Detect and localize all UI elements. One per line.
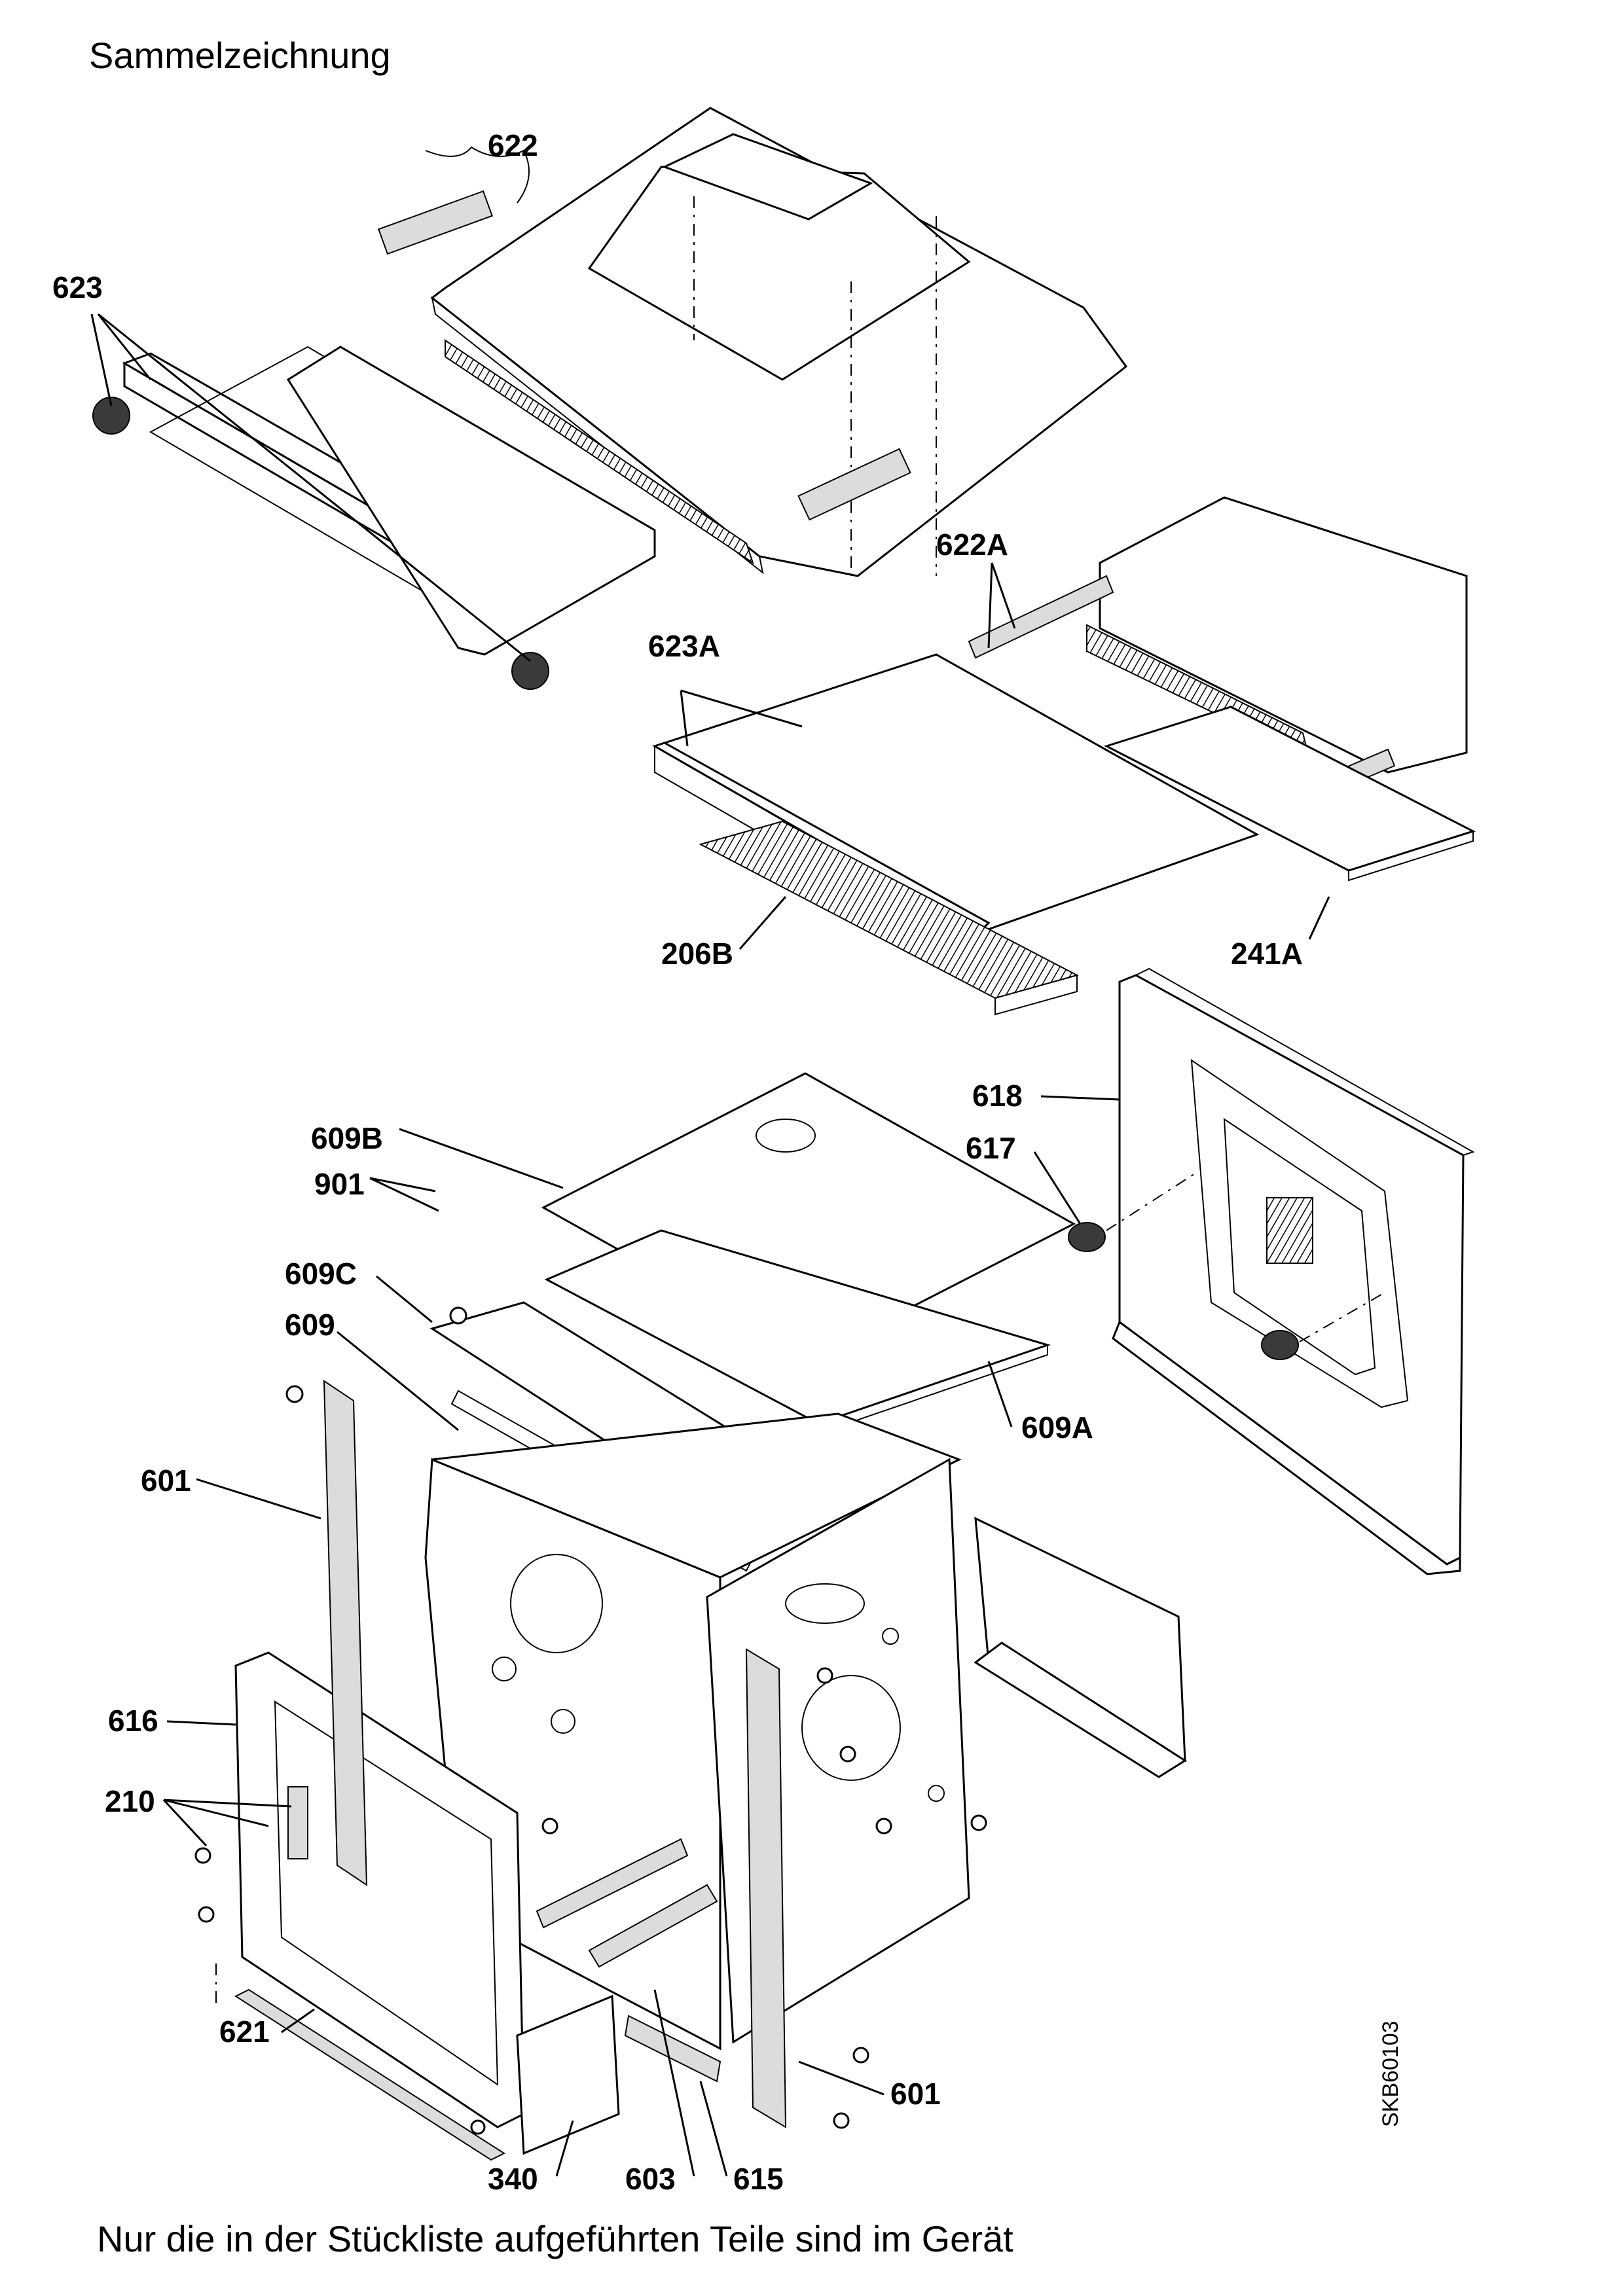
label-609: 609 [285,1308,335,1342]
label-616: 616 [108,1704,158,1738]
bottom-trim-621 [215,1964,506,2161]
oven-housing [424,1412,1187,2051]
label-617: 617 [966,1131,1016,1165]
label-241A: 241A [1231,937,1303,971]
label-603: 603 [625,2162,676,2196]
label-609B: 609B [311,1121,383,1155]
hinge-parts-340-603-615 [516,1838,721,2155]
vertical-rails-601 [323,1380,787,2128]
label-609A: 609A [1021,1410,1093,1444]
label-901: 901 [314,1167,365,1201]
screws [194,1306,987,2135]
document-code: SKB60103 [1378,2020,1403,2127]
knob-617-lower [1261,1330,1299,1360]
intermediate-frame-assembly [652,496,1476,1016]
leader-lines [90,313,1330,2177]
cover-plates-609 [429,1072,1076,1572]
label-601-upper: 601 [141,1463,191,1498]
label-623A: 623A [648,629,720,663]
label-210: 210 [105,1784,155,1818]
top-cover-assembly [378,107,1128,577]
part-labels: 622 623 622A 623A 206B 241A 618 617 609B… [52,128,1303,2196]
label-622A: 622A [936,528,1008,562]
label-623: 623 [52,270,103,304]
label-615: 615 [733,2162,784,2196]
side-panel-618 [1068,967,1475,1575]
label-621: 621 [219,2015,270,2049]
label-622: 622 [488,128,538,162]
knob-617-upper [1068,1222,1106,1252]
label-340: 340 [488,2162,538,2196]
label-206B: 206B [661,937,733,971]
footer-note: Nur die in der Stückliste aufgeführten T… [97,2218,1013,2259]
label-601-lower: 601 [890,2077,941,2111]
drawing-title: Sammelzeichnung [89,35,391,76]
label-618: 618 [972,1079,1023,1113]
label-609C: 609C [285,1257,357,1291]
